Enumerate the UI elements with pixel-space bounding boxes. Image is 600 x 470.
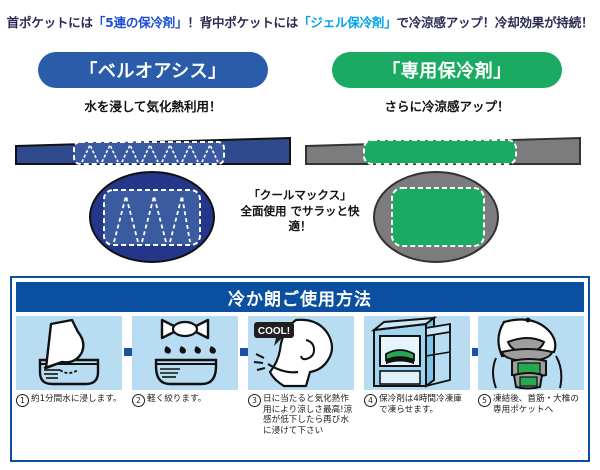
step-1-caption-text: 約1分間水に浸します。 [31, 394, 122, 404]
coolmax-line-1: 「クールマックス」 [248, 188, 352, 202]
usage-step-1: 1 約1分間水に浸します。 [16, 316, 122, 407]
step-4-caption: 4 保冷剤は4時間冷凍庫で凍らせます。 [364, 394, 470, 415]
step-3-caption-text: 日に当たると気化熱作用により涼しさ最高!涼感が低下したら再び水に浸けて下さい [263, 394, 353, 437]
usage-steps: 1 約1分間水に浸します。 [16, 316, 584, 458]
feature-columns: 「ベルオアシス」 水を浸して気化熱利用！ [0, 48, 600, 273]
step-4-art [364, 316, 470, 390]
headline: 首ポケットには「5連の保冷剤」！背中ポケットには「ジェル保冷剤」で冷涼感アップ！… [0, 12, 600, 31]
coolmax-line-2: 全面使用 でサラッと快適！ [240, 203, 360, 234]
headline-seg-3: 「ジェル保冷剤」 [298, 15, 397, 30]
wring-drops-icon [154, 318, 218, 386]
step-2-art [132, 316, 238, 390]
step-5-number: 5 [478, 394, 491, 407]
coolmax-note: 「クールマックス」 全面使用 でサラッと快適！ [232, 188, 368, 235]
step-5-art [478, 316, 584, 390]
cap-in-basin-icon [38, 318, 100, 386]
freezer-icon [370, 316, 451, 388]
step-5-caption: 5 凍結後、首筋・大椎の専用ポケットへ [478, 394, 584, 415]
usage-step-2: 2 軽く絞ります。 [132, 316, 238, 407]
headline-seg-1: 「5連の保冷剤」 [92, 15, 188, 30]
step-2-caption: 2 軽く絞ります。 [132, 394, 238, 407]
step-1-art [16, 316, 122, 390]
usage-step-3: COOL! 3 日に当たると気化熱作用により涼しさ最高!涼感が低下したら再び水に… [248, 316, 354, 437]
headline-seg-4: で冷涼感アップ！冷却効果が持続！ [396, 15, 594, 30]
gelpack-pill: 「専用保冷剤」 [332, 52, 562, 88]
cap-art-left [8, 120, 298, 270]
belloasis-pill-label: 「ベルオアシス」 [79, 61, 227, 82]
step-2-caption-text: 軽く絞ります。 [147, 394, 207, 404]
wear-cap-icon [492, 317, 563, 390]
belloasis-caption: 水を浸して気化熱利用！ [84, 99, 222, 114]
cool-bubble-text: COOL! [258, 326, 290, 337]
step-3-caption: 3 日に当たると気化熱作用により涼しさ最高!涼感が低下したら再び水に浸けて下さい [248, 394, 354, 437]
cap-illustration-navy [15, 136, 291, 263]
step-3-art: COOL! [248, 316, 354, 390]
usage-step-4: 4 保冷剤は4時間冷凍庫で凍らせます。 [364, 316, 470, 415]
belloasis-pill: 「ベルオアシス」 [38, 52, 268, 88]
feature-column-right: 「専用保冷剤」 さらに冷涼感アップ！ [302, 48, 592, 273]
gelpack-caption: さらに冷涼感アップ！ [384, 99, 510, 114]
step-2-number: 2 [132, 394, 145, 407]
cap-art-right [302, 120, 592, 270]
usage-step-5: 5 凍結後、首筋・大椎の専用ポケットへ [478, 316, 584, 415]
step-4-caption-text: 保冷剤は4時間冷凍庫で凍らせます。 [379, 394, 462, 415]
feature-column-left: 「ベルオアシス」 水を浸して気化熱利用！ [8, 48, 298, 273]
cool-person-icon: COOL! [253, 318, 334, 388]
step-1-number: 1 [16, 394, 29, 407]
cap-illustration-gray [305, 136, 581, 263]
usage-panel: 冷か朗ご使用方法 1 [10, 276, 590, 462]
usage-panel-title: 冷か朗ご使用方法 [16, 282, 584, 312]
headline-seg-2: ！背中ポケットには [187, 15, 299, 30]
step-5-caption-text: 凍結後、首筋・大椎の専用ポケットへ [493, 394, 579, 415]
step-3-number: 3 [248, 394, 261, 407]
step-1-caption: 1 約1分間水に浸します。 [16, 394, 122, 407]
headline-seg-0: 首ポケットには [6, 15, 93, 30]
gelpack-pill-label: 「専用保冷剤」 [382, 61, 512, 82]
step-4-number: 4 [364, 394, 377, 407]
